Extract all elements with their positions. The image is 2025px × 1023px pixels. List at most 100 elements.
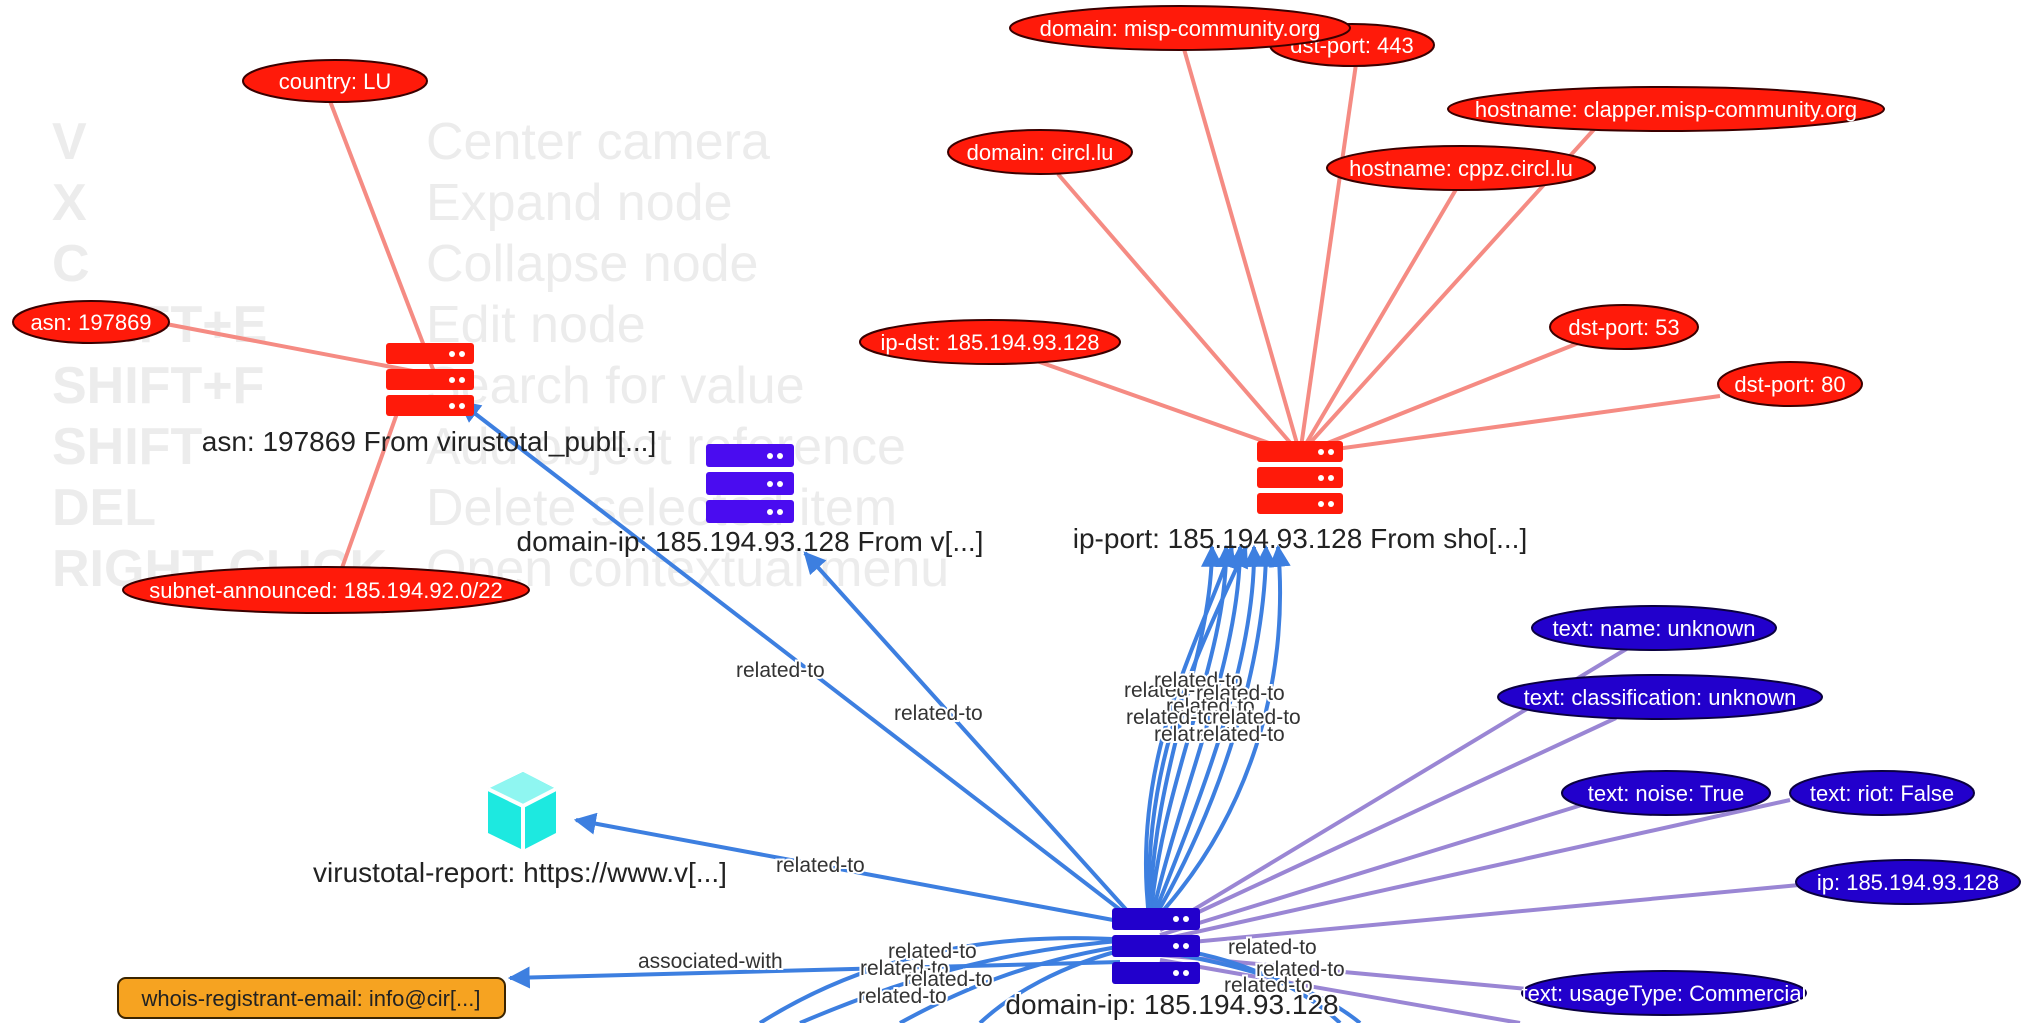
- attribute-label: text: name: unknown: [1552, 616, 1755, 641]
- attribute-node[interactable]: domain: misp-community.org: [1009, 5, 1351, 51]
- edge-label: related-to: [1196, 723, 1285, 746]
- edge-asn-subnet: [340, 404, 402, 569]
- edge-label: related-to: [860, 957, 949, 980]
- object-node-virustotal-report[interactable]: virustotal-report: https://www.v[...]: [313, 772, 727, 888]
- edge-label: related-to: [1154, 723, 1243, 746]
- server-icon: [1112, 908, 1200, 984]
- attribute-node[interactable]: country: LU: [242, 59, 428, 103]
- attribute-label: whois-registrant-email: info@cir[...]: [141, 986, 481, 1011]
- edge-label: related-to: [1166, 695, 1255, 718]
- edge-main-ipport-2: [1148, 544, 1251, 926]
- edge-main-ipport-7: [1148, 544, 1291, 927]
- edge-main-bottom-6: [1179, 948, 1342, 1023]
- attribute-label: country: LU: [279, 69, 392, 94]
- server-icon: [706, 444, 794, 523]
- attribute-label: text: noise: True: [1588, 781, 1745, 806]
- attribute-label: ip: 185.194.93.128: [1817, 870, 1999, 895]
- attribute-node[interactable]: asn: 197869: [12, 300, 170, 344]
- server-icon: [386, 343, 474, 416]
- edge-main-asn: [458, 400, 1142, 927]
- red-edges: [165, 48, 1721, 569]
- object-node-domain-ip-main[interactable]: domain-ip: 185.194.93.128: [1003, 908, 1341, 1022]
- edge-main-whois: [507, 960, 1121, 989]
- edge-label: related-to: [1154, 669, 1243, 692]
- edge-label: related-to: [1126, 706, 1215, 729]
- edge-label: related-to: [1212, 706, 1301, 729]
- edge-ipport-domainmisp: [1182, 48, 1302, 455]
- edge-asn-country: [328, 100, 436, 373]
- edge-labels: related-to related-to related-to associa…: [636, 657, 1347, 1010]
- attribute-node[interactable]: domain: circl.lu: [947, 129, 1133, 175]
- attribute-node[interactable]: text: name: unknown: [1531, 605, 1777, 651]
- attribute-node[interactable]: dst-port: 80: [1717, 361, 1863, 407]
- attribute-label: ip-dst: 185.194.93.128: [881, 330, 1100, 355]
- attribute-node[interactable]: dst-port: 53: [1549, 304, 1699, 350]
- edge-label: related-to: [1196, 682, 1285, 705]
- server-icon: [1257, 441, 1343, 514]
- edge-main-textnoise: [1159, 798, 1599, 937]
- edge-label: related-to: [1256, 958, 1345, 981]
- edge-label: related-to: [1228, 936, 1317, 959]
- edge-ipport-hostnamecppz: [1298, 184, 1460, 456]
- edge-main-bottom-2: [899, 943, 1131, 1023]
- attribute-node[interactable]: text: noise: True: [1561, 770, 1771, 816]
- object-label: asn: 197869 From virustotal_publ[...]: [202, 426, 656, 457]
- edge-asn-asnattr: [165, 322, 435, 377]
- edge-main-bottom-1: [799, 938, 1131, 1023]
- attribute-node[interactable]: hostname: cppz.circl.lu: [1326, 145, 1596, 191]
- edge-label: related-to: [888, 940, 977, 963]
- object-node-ip-port[interactable]: ip-port: 185.194.93.128 From sho[...]: [1073, 441, 1527, 554]
- attribute-nodes: country: LU asn: 197869 subnet-announced…: [12, 5, 2021, 1019]
- object-label: ip-port: 185.194.93.128 From sho[...]: [1073, 523, 1527, 554]
- attribute-label: text: riot: False: [1810, 781, 1954, 806]
- edge-main-offscreen: [1159, 958, 1521, 1023]
- edge-ipport-domaincircl: [1056, 172, 1302, 456]
- object-node-asn[interactable]: asn: 197869 From virustotal_publ[...]: [202, 343, 656, 457]
- attribute-node[interactable]: text: usageType: Commercial: [1521, 970, 1807, 1016]
- whois-email-node[interactable]: whois-registrant-email: info@cir[...]: [117, 977, 506, 1019]
- edge-label: related-to: [776, 854, 865, 877]
- attribute-label: hostname: clapper.misp-community.org: [1475, 97, 1857, 122]
- attribute-node[interactable]: text: classification: unknown: [1497, 674, 1823, 720]
- attribute-node[interactable]: ip: 185.194.93.128: [1795, 859, 2021, 905]
- edge-label: related-to: [1124, 679, 1213, 702]
- cube-icon: [487, 772, 557, 850]
- attribute-label: hostname: cppz.circl.lu: [1349, 156, 1573, 181]
- edge-label: related-to: [904, 968, 993, 991]
- attribute-node[interactable]: hostname: clapper.misp-community.org: [1447, 86, 1885, 132]
- attribute-label: domain: circl.lu: [967, 140, 1114, 165]
- edge-ipport-dstport53: [1299, 338, 1587, 456]
- edge-main-ipattr: [1159, 882, 1811, 947]
- attribute-node[interactable]: ip-dst: 185.194.93.128: [859, 319, 1121, 365]
- edge-main-bottom-3: [978, 946, 1131, 1023]
- edge-label: associated-with: [638, 950, 783, 973]
- edge-label: related-to: [1224, 974, 1313, 997]
- attribute-node[interactable]: subnet-announced: 185.194.92.0/22: [122, 566, 530, 614]
- attribute-label: dst-port: 53: [1568, 315, 1679, 340]
- edge-main-textclass: [1159, 716, 1617, 932]
- object-label: domain-ip: 185.194.93.128: [1005, 989, 1338, 1020]
- object-node-domain-ip-top[interactable]: domain-ip: 185.194.93.128 From v[...]: [517, 444, 984, 557]
- edge-main-textriot: [1159, 798, 1791, 942]
- edge-main-bottom-4: [758, 936, 1131, 1023]
- attribute-label: text: classification: unknown: [1524, 685, 1797, 710]
- edge-label: related-to: [858, 985, 947, 1008]
- object-label: virustotal-report: https://www.v[...]: [313, 857, 727, 888]
- blue-edges: [458, 400, 1362, 1023]
- edge-main-virustotal: [573, 812, 1141, 927]
- edge-main-ipport-6: [1148, 544, 1277, 927]
- edge-label: related-to: [736, 659, 825, 682]
- edge-main-domainip-top: [803, 551, 1142, 927]
- edge-main-ipport-5: [1146, 544, 1248, 926]
- attribute-label: text: usageType: Commercial: [1522, 981, 1807, 1006]
- edge-main-ipport-8: [1143, 544, 1236, 926]
- edge-label: related-to: [894, 702, 983, 725]
- attribute-label: subnet-announced: 185.194.92.0/22: [149, 578, 503, 603]
- attribute-label: domain: misp-community.org: [1040, 16, 1321, 41]
- edge-ipport-dstport80: [1299, 394, 1721, 456]
- edge-main-textusage: [1159, 953, 1539, 992]
- edge-ipport-dstport443: [1298, 63, 1358, 455]
- attribute-label: dst-port: 80: [1734, 372, 1845, 397]
- attribute-node[interactable]: text: riot: False: [1789, 770, 1975, 816]
